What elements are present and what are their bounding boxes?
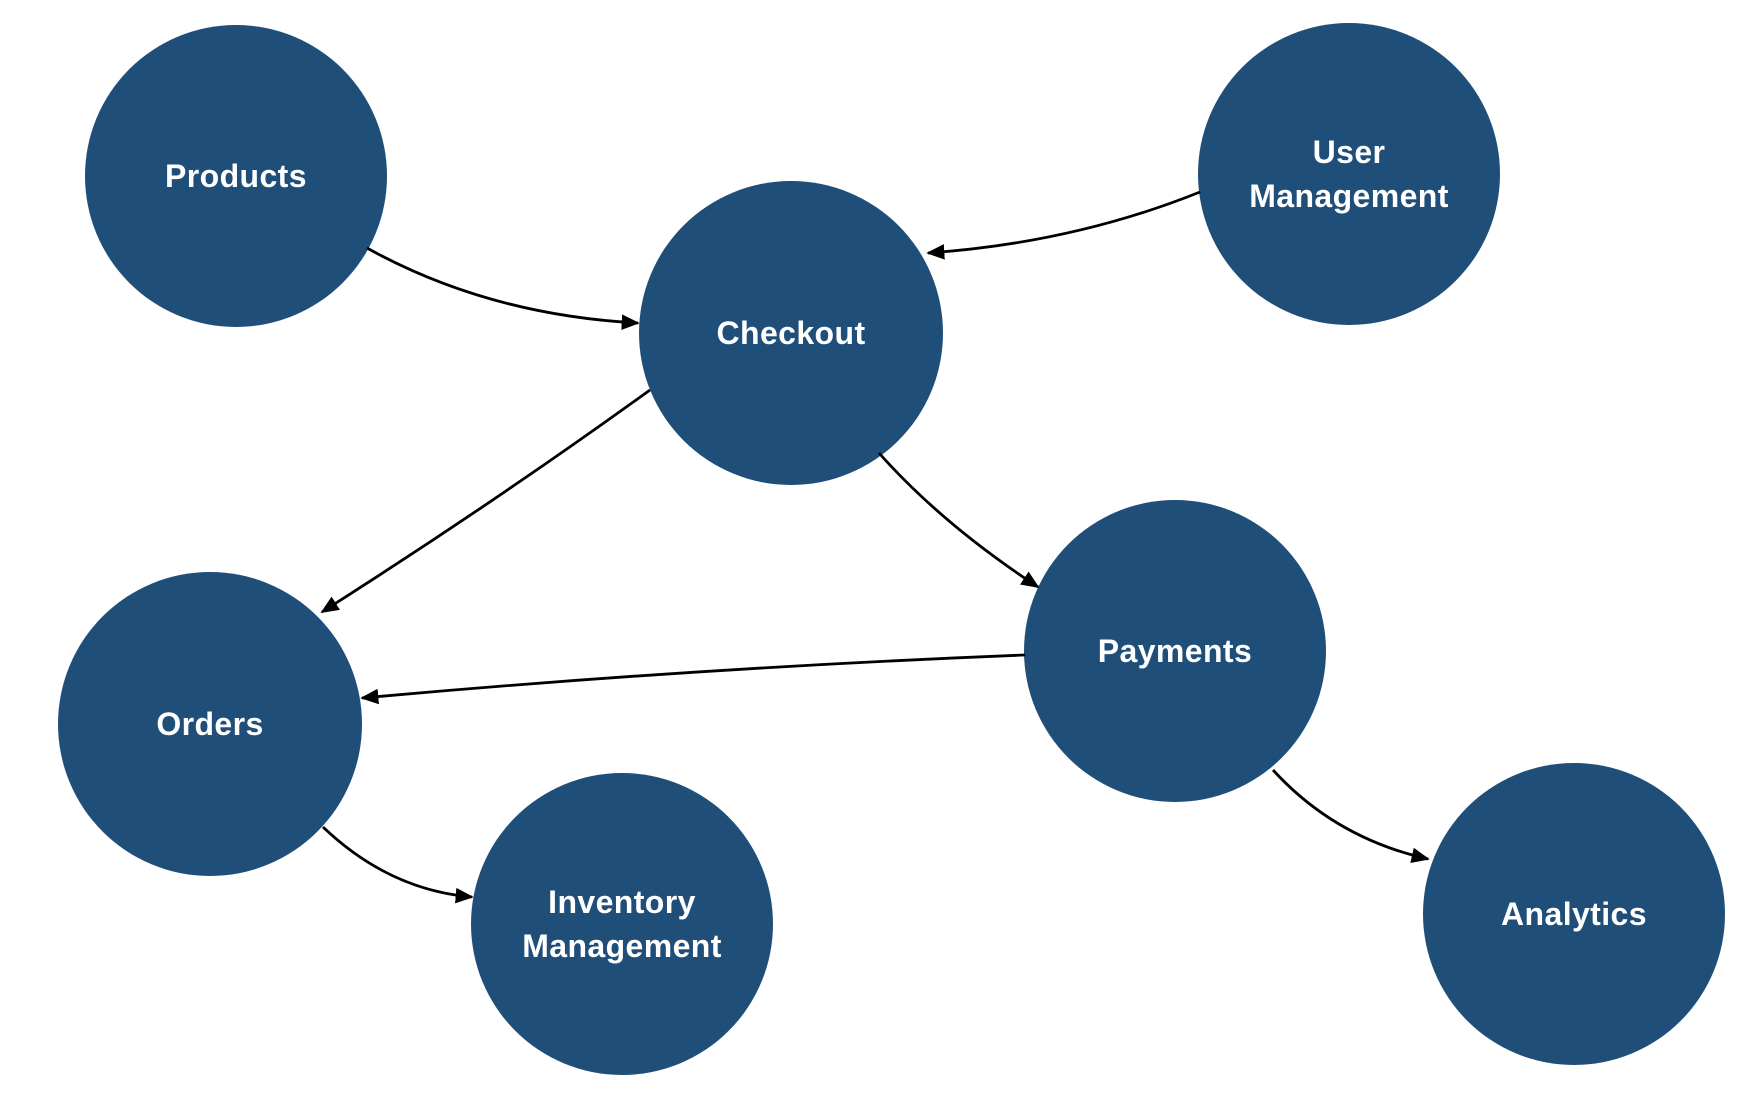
edge-checkout-to-orders	[320, 388, 651, 614]
node-orders: Orders	[58, 572, 362, 876]
edge-payments-to-orders	[360, 653, 1026, 705]
node-label-products: Products	[165, 158, 307, 194]
node-label-user-management: User Management	[1249, 134, 1449, 214]
node-user-management: User Management	[1198, 23, 1500, 325]
edge-checkout-to-payments	[877, 452, 1040, 589]
node-products: Products	[85, 25, 387, 327]
node-label-analytics: Analytics	[1501, 896, 1647, 932]
edge-products-to-checkout	[366, 246, 640, 330]
node-checkout: Checkout	[639, 181, 943, 485]
node-payments: Payments	[1024, 500, 1326, 802]
node-label-orders: Orders	[156, 706, 264, 742]
node-label-inventory-management: Inventory Management	[522, 884, 722, 964]
node-label-checkout: Checkout	[716, 315, 866, 351]
edge-user-management-to-checkout	[926, 190, 1201, 260]
node-label-payments: Payments	[1097, 633, 1253, 669]
node-analytics: Analytics	[1423, 763, 1725, 1065]
edge-orders-to-inventory-management	[322, 825, 474, 904]
edge-payments-to-analytics	[1271, 769, 1430, 864]
node-inventory-management: Inventory Management	[471, 773, 773, 1075]
